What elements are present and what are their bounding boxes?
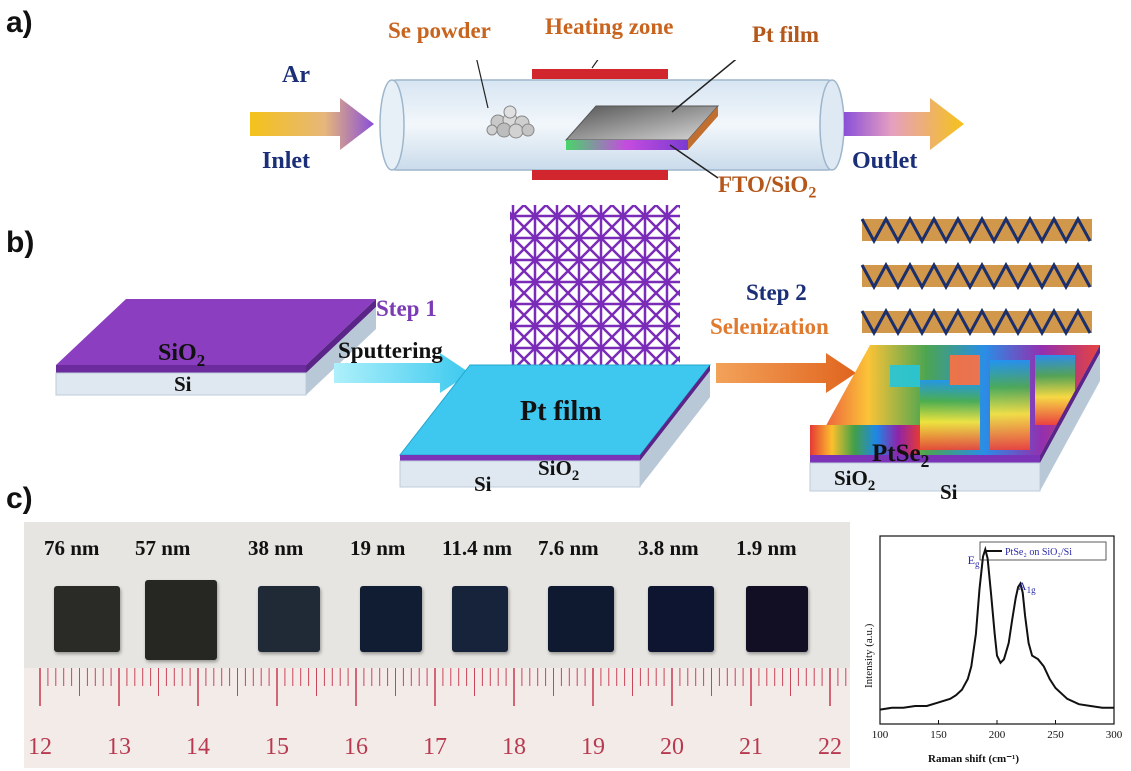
sample-chip (145, 580, 217, 660)
outlet-arrow (844, 98, 964, 150)
furnace-schematic (250, 60, 964, 180)
ruler: 12 13 14 15 16 17 18 19 20 21 22 (24, 668, 850, 768)
step2-label: Step 2 (746, 280, 807, 305)
thickness-label: 11.4 nm (442, 536, 513, 560)
panel-label-a: a) (6, 6, 33, 39)
thickness-label: 76 nm (44, 536, 100, 560)
plot-frame (879, 535, 1115, 725)
sio2-label-3: SiO2 (834, 466, 876, 495)
sample-row (24, 580, 850, 660)
x-tick-label: 300 (1106, 729, 1123, 741)
pt-lattice (510, 205, 680, 385)
sample-chip (360, 586, 422, 652)
thickness-label: 19 nm (350, 536, 406, 560)
panel-label-b: b) (6, 226, 35, 259)
peak-label: A1g (1018, 579, 1036, 595)
ptse2-label: PtSe2 (872, 440, 930, 471)
sample-chip (258, 586, 320, 652)
si-label-2: Si (474, 472, 492, 496)
pt-film-label-a: Pt film (752, 22, 820, 47)
raman-spectrum-line (879, 545, 1114, 711)
si-label-1: Si (174, 372, 192, 396)
sample-chip (54, 586, 120, 652)
sample-chip (548, 586, 614, 652)
legend: PtSe₂ on SiO₂/Si (979, 541, 1107, 561)
thickness-label: 3.8 nm (638, 536, 699, 560)
inlet-label: Inlet (262, 148, 310, 174)
heating-zone-label: Heating zone (545, 14, 674, 39)
x-tick-label: 100 (872, 729, 889, 741)
ruler-label: 12 (28, 734, 52, 760)
outlet-label: Outlet (852, 148, 918, 174)
ptse2-layers (860, 215, 1092, 337)
inlet-arrow (250, 98, 374, 150)
ruler-label: 22 (818, 734, 842, 760)
thickness-label: 7.6 nm (538, 536, 599, 560)
pt-film-label-b: Pt film (520, 396, 602, 427)
thickness-labels: 76 nm 57 nm 38 nm 19 nm 11.4 nm 7.6 nm 3.8 nm 1… (24, 536, 850, 566)
sample-chip (746, 586, 808, 652)
ruler-label: 19 (581, 734, 605, 760)
heating-bar-bottom (532, 170, 668, 180)
sio2-top-face (56, 299, 376, 365)
gas-label: Ar (282, 62, 310, 88)
thickness-label: 57 nm (135, 536, 191, 560)
thickness-label: 1.9 nm (736, 536, 797, 560)
ruler-label: 13 (107, 734, 131, 760)
sample-photo: 76 nm 57 nm 38 nm 19 nm 11.4 nm 7.6 nm 3.8 nm 1… (24, 522, 850, 768)
x-tick-label: 150 (930, 729, 947, 741)
se-powder-label: Se powder (388, 18, 491, 43)
sputtering-label: Sputtering (338, 338, 443, 363)
process-schematic (55, 205, 1100, 492)
ruler-label: 16 (344, 734, 368, 760)
legend-label: PtSe₂ on SiO₂/Si (1005, 547, 1072, 558)
substrate-label: FTO/SiO2 (718, 172, 817, 202)
si-front-face-2 (399, 460, 641, 488)
raman-chart: PtSe₂ on SiO₂/Si Intensity (a.u.) Raman … (863, 535, 1123, 765)
step1-label: Step 1 (376, 296, 437, 321)
thickness-label: 38 nm (248, 536, 304, 560)
panel-label-c: c) (6, 482, 33, 515)
step1-arrow (334, 353, 470, 393)
ptse2-vertical-flakes (890, 355, 1075, 450)
substrate-front (566, 140, 688, 150)
ruler-label: 20 (660, 734, 684, 760)
x-tick-label: 200 (989, 729, 1006, 741)
ruler-label: 17 (423, 734, 447, 760)
ruler-label: 21 (739, 734, 763, 760)
sio2-label-2: SiO2 (538, 456, 580, 485)
ruler-label: 15 (265, 734, 289, 760)
heating-bar-top (532, 69, 668, 79)
ruler-label: 18 (502, 734, 526, 760)
si-label-3: Si (940, 480, 958, 504)
sample-chip (452, 586, 508, 652)
legend-box (979, 541, 1107, 561)
y-axis-label: Intensity (a.u.) (863, 623, 875, 688)
se-powder-pile (486, 105, 535, 139)
x-tick-label: 250 (1047, 729, 1064, 741)
ruler-label: 14 (186, 734, 210, 760)
step2-arrow (716, 353, 856, 393)
x-axis-label: Raman shift (cm⁻¹) (928, 753, 1019, 765)
sample-chip (648, 586, 714, 652)
selenization-label: Selenization (710, 314, 829, 339)
sio2-label: SiO2 (158, 340, 206, 370)
peak-label: Eg (968, 553, 980, 569)
